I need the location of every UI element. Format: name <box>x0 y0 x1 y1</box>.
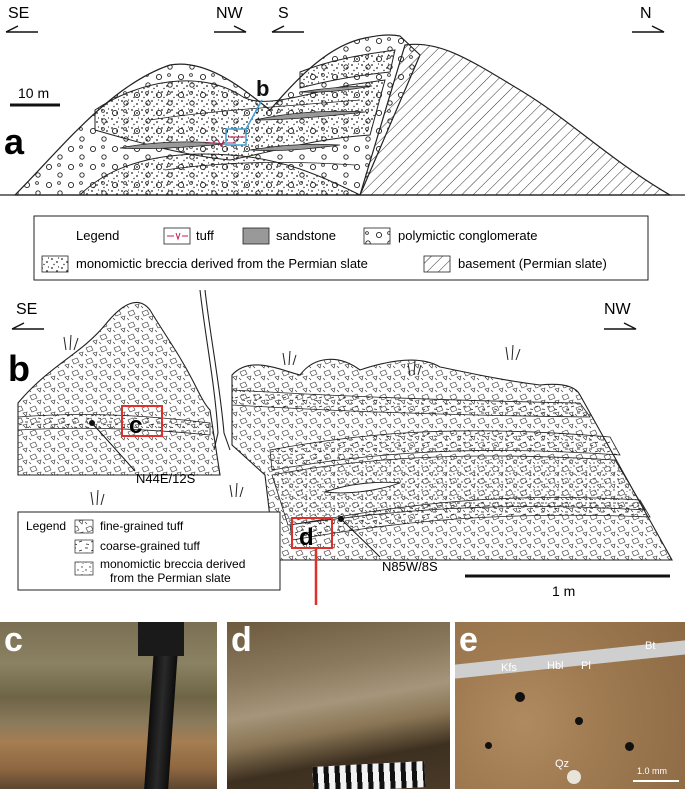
legend-sandstone: sandstone <box>276 228 336 243</box>
dir-s: S <box>278 5 289 22</box>
mineral-hbl: Hbl <box>547 660 564 672</box>
scale-10m: 10 m <box>18 85 49 101</box>
photo-e-label: e <box>459 622 478 659</box>
inset-c-label: c <box>129 412 142 439</box>
dir-nw: NW <box>216 5 244 22</box>
legend-conglomerate: polymictic conglomerate <box>398 228 537 243</box>
photo-c: c <box>0 622 217 789</box>
legend-tuff: tuff <box>196 228 214 243</box>
inset-b-box <box>225 128 247 146</box>
mineral-qz: Qz <box>555 758 570 770</box>
hammer-head <box>138 622 184 656</box>
photo-d: d <box>227 622 450 789</box>
inset-c-box <box>121 405 163 437</box>
legend-b-title: Legend <box>26 519 66 533</box>
legend-basement: basement (Permian slate) <box>458 256 607 271</box>
photo-d-label: d <box>231 622 252 659</box>
dir-b-se: SE <box>16 301 37 318</box>
photo-e-micrograph: Bt Kfs Hbl Pl Qz 1.0 mm e <box>455 622 685 789</box>
dir-n: N <box>640 5 652 22</box>
mineral-pl: Pl <box>581 660 591 672</box>
legend-b-breccia-1: monomictic breccia derived <box>100 557 245 571</box>
inset-b-label: b <box>256 76 269 101</box>
mineral-bt: Bt <box>645 640 656 652</box>
legend-b-coarse: coarse-grained tuff <box>100 539 201 553</box>
photo-scale-ruler <box>312 761 426 789</box>
legend-a-title: Legend <box>76 228 119 243</box>
tuff-marker <box>205 136 245 148</box>
inset-d-label: d <box>299 524 314 551</box>
dir-se: SE <box>8 5 29 22</box>
attitude-2: N85W/8S <box>382 559 438 574</box>
legend-breccia: monomictic breccia derived from the Perm… <box>76 256 368 271</box>
scale-1m: 1 m <box>552 583 575 599</box>
panel-b-label: b <box>8 348 30 389</box>
panel-a-cross-section: b SE NW S N 10 m a <box>0 5 685 196</box>
panel-a-label: a <box>4 121 25 162</box>
legend-b: Legend fine-grained tuff coarse-grained … <box>17 511 281 591</box>
mineral-kfs: Kfs <box>501 662 517 674</box>
panel-b-outcrop-sketch: c d N44E/12S N85W/8S SE NW b 1 m Legend … <box>8 289 673 605</box>
inset-d-box <box>291 517 333 549</box>
legend-b-breccia-2: from the Permian slate <box>110 571 231 585</box>
scale-e: 1.0 mm <box>637 766 668 776</box>
dir-b-nw: NW <box>604 301 632 318</box>
legend-b-fine: fine-grained tuff <box>100 519 184 533</box>
photo-c-label: c <box>4 622 23 659</box>
legend-a: Legend tuff sandstone polymictic conglom… <box>33 215 649 281</box>
attitude-1: N44E/12S <box>136 471 196 486</box>
